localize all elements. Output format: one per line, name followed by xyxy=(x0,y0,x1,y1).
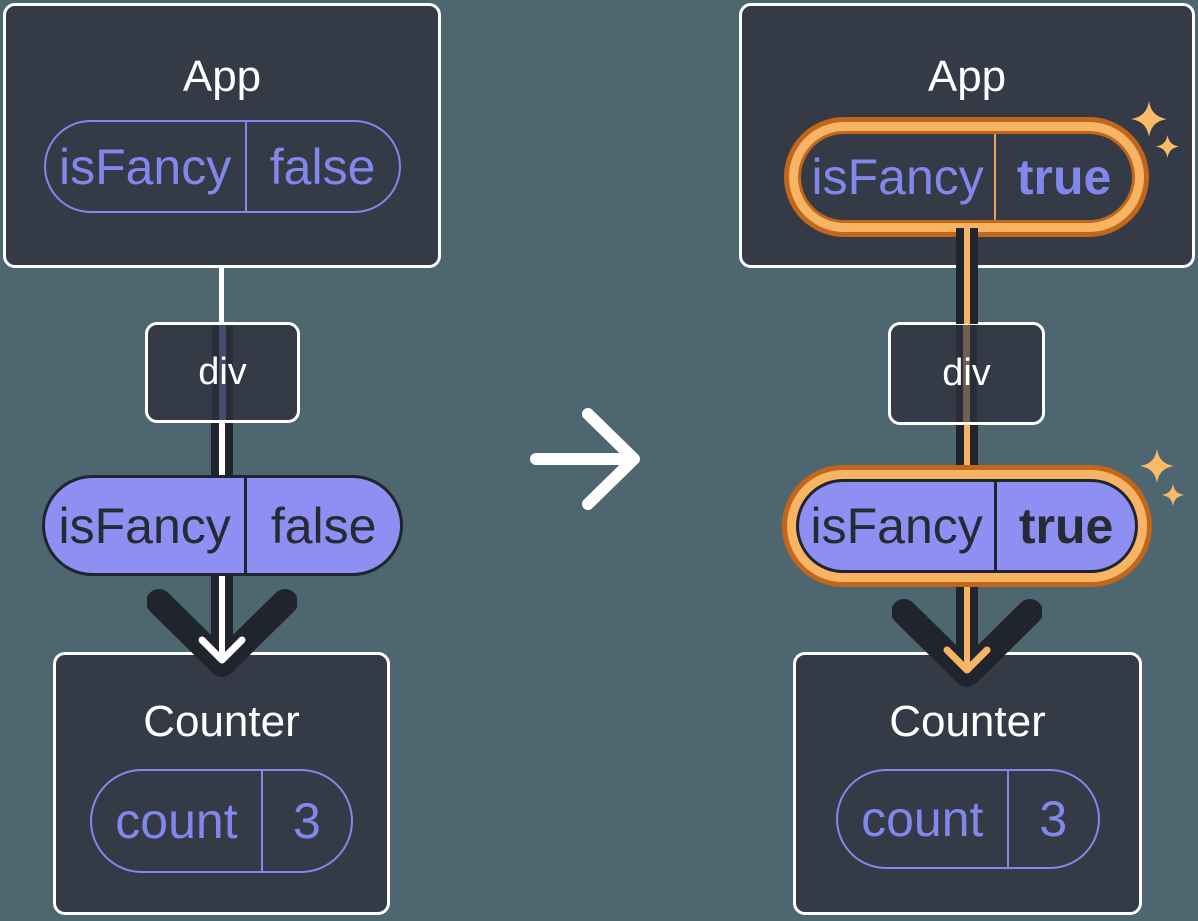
passed-prop-pill: isFancy false xyxy=(42,475,403,576)
counter-component-box: Counter count 3 xyxy=(793,652,1142,915)
div-element-box: div xyxy=(888,322,1045,425)
state-pill: count 3 xyxy=(835,769,1100,869)
prop-pill: isFancy true xyxy=(798,131,1135,223)
sparkle-icon xyxy=(1131,101,1167,137)
prop-value: true xyxy=(1018,498,1114,554)
state-pill: count 3 xyxy=(90,769,353,873)
prop-flow-shaft xyxy=(956,423,978,469)
connector-line xyxy=(219,266,224,324)
prop-value: true xyxy=(1016,149,1112,205)
div-label: div xyxy=(942,352,991,394)
pass-through-stripe xyxy=(956,325,977,422)
pass-through-stripe xyxy=(212,325,233,420)
component-title: Counter xyxy=(143,697,300,746)
prop-value: false xyxy=(269,138,376,195)
passed-prop-pill: isFancy true xyxy=(796,479,1138,573)
prop-flow-arrowhead-icon xyxy=(892,590,1042,687)
right-arrow-icon xyxy=(530,408,640,510)
state-key: count xyxy=(838,771,1010,867)
prop-flow-shaft xyxy=(956,228,978,324)
div-label: div xyxy=(198,351,247,393)
highlighted-prop-ring: isFancy true xyxy=(784,117,1149,237)
prop-key: isFancy xyxy=(46,122,247,211)
sparkle-icon xyxy=(1162,484,1184,506)
component-title: App xyxy=(927,52,1007,101)
prop-value: false xyxy=(270,497,377,554)
counter-component-box: Counter count 3 xyxy=(53,652,390,915)
prop-flow-shaft xyxy=(211,421,233,478)
state-value: 3 xyxy=(293,793,321,849)
highlighted-prop-ring: isFancy true xyxy=(782,465,1152,587)
app-component-box: App isFancy false xyxy=(3,3,441,268)
div-element-box: div xyxy=(145,322,300,423)
component-title: Counter xyxy=(889,697,1046,746)
sparkle-icon xyxy=(1156,135,1179,158)
sparkle-icon xyxy=(1140,449,1174,483)
prop-flow-arrowhead-icon xyxy=(147,580,297,677)
component-title: App xyxy=(182,52,262,101)
prop-pill: isFancy false xyxy=(43,120,401,213)
state-key: count xyxy=(92,771,263,871)
prop-key: isFancy xyxy=(799,482,998,570)
prop-key: isFancy xyxy=(801,134,997,220)
prop-key: isFancy xyxy=(45,478,248,573)
state-value: 3 xyxy=(1039,791,1068,847)
